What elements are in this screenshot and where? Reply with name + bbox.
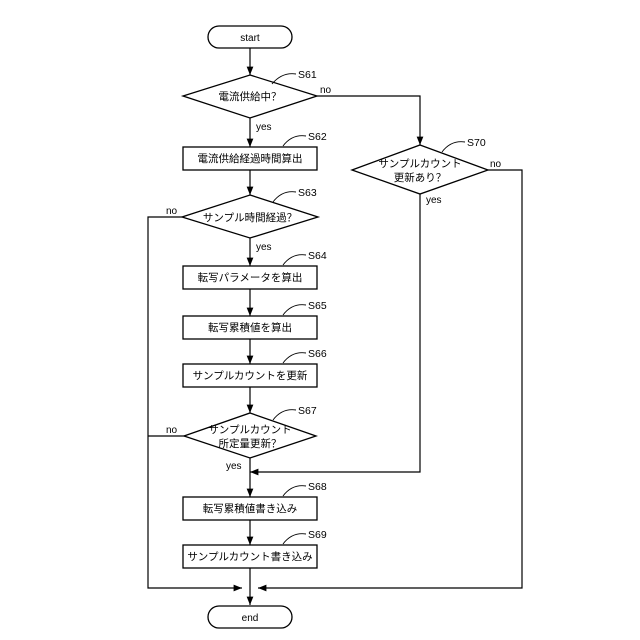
node-s63: サンプル時間経過？ — [182, 195, 318, 238]
step-s63: S63 — [298, 187, 317, 199]
branch-s70-yes: yes — [426, 195, 442, 206]
branch-s61-yes: yes — [256, 122, 272, 133]
node-s69: サンプルカウント書き込み — [183, 545, 317, 568]
branch-s70-no: no — [490, 159, 502, 170]
s61-label: 電流供給中？ — [219, 90, 282, 103]
step-s69: S69 — [308, 529, 327, 541]
s65-label: 転写累積値を算出 — [208, 321, 292, 334]
step-s64: S64 — [308, 250, 327, 262]
step-labels: S61 S62 S63 S64 S65 S66 S67 S68 S69 S70 — [272, 69, 486, 544]
branch-s61-no: no — [320, 85, 332, 96]
node-s61: 電流供給中？ — [183, 75, 317, 118]
node-start: start — [208, 26, 292, 48]
s62-label: 電流供給経過時間算出 — [198, 152, 303, 165]
branch-s63-yes: yes — [256, 242, 272, 253]
branch-s63-no: no — [166, 206, 178, 217]
s70-label-line2: 更新あり？ — [394, 171, 447, 184]
branch-s67-no: no — [166, 425, 178, 436]
node-end: end — [208, 606, 292, 628]
node-s65: 転写累積値を算出 — [183, 316, 317, 339]
step-s61: S61 — [298, 69, 317, 81]
end-label: end — [242, 613, 259, 624]
start-label: start — [240, 33, 260, 44]
s67-label-line2: 所定量更新？ — [219, 437, 282, 450]
step-s66: S66 — [308, 348, 327, 360]
node-s62: 電流供給経過時間算出 — [183, 147, 317, 170]
s70-label-line1: サンプルカウント — [378, 158, 461, 170]
step-s65: S65 — [308, 300, 327, 312]
step-s70: S70 — [467, 137, 486, 149]
branch-s67-yes: yes — [226, 461, 242, 472]
step-s67: S67 — [298, 405, 317, 417]
s63-label: サンプル時間経過？ — [203, 211, 297, 224]
node-s68: 転写累積値書き込み — [183, 497, 317, 520]
step-s62: S62 — [308, 131, 327, 143]
s66-label: サンプルカウントを更新 — [193, 369, 308, 382]
s68-label: 転写累積値書き込み — [203, 502, 298, 515]
node-s64: 転写パラメータを算出 — [183, 266, 317, 289]
s64-label: 転写パラメータを算出 — [198, 271, 303, 284]
node-s66: サンプルカウントを更新 — [183, 364, 317, 387]
s67-label-line1: サンプルカウント — [208, 424, 291, 436]
node-s70: サンプルカウント 更新あり？ — [352, 145, 488, 194]
s69-label: サンプルカウント書き込み — [187, 550, 312, 563]
node-s67: サンプルカウント 所定量更新？ — [184, 413, 316, 458]
step-s68: S68 — [308, 481, 327, 493]
arrow-s61-no-s70 — [317, 96, 420, 145]
